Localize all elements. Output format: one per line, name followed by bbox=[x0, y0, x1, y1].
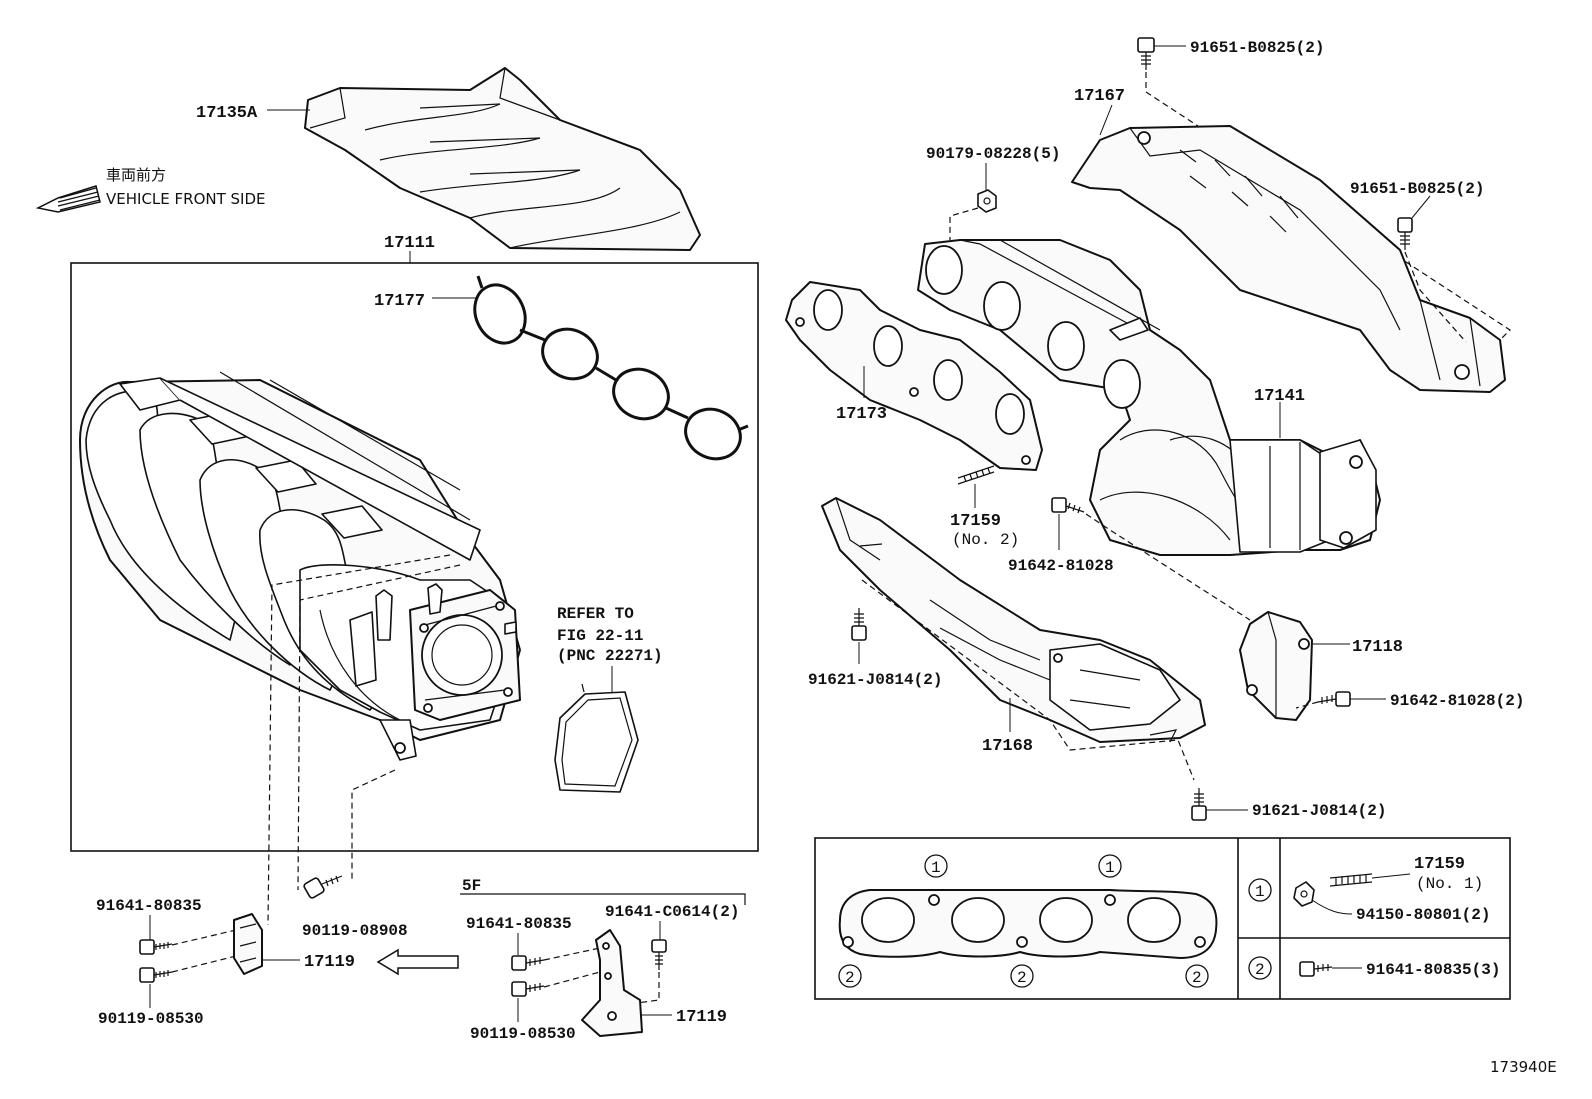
label-94150-80801: 94150-80801(2) bbox=[1356, 906, 1490, 924]
marker-2-b: 2 bbox=[1010, 964, 1034, 988]
label-17141: 17141 bbox=[1254, 387, 1305, 406]
label-90119-08530-left: 90119-08530 bbox=[98, 1010, 204, 1028]
label-17119-5f: 17119 bbox=[676, 1008, 727, 1027]
bracket-17119[interactable] bbox=[233, 913, 263, 975]
bolt-91641-C0614[interactable] bbox=[651, 939, 667, 970]
label-17159-no2: 17159 bbox=[950, 512, 1001, 531]
svg-text:1: 1 bbox=[1105, 859, 1115, 877]
bolt-90119-08530-left[interactable] bbox=[139, 967, 173, 983]
label-91642-81028-right: 91642-81028(2) bbox=[1390, 692, 1524, 710]
label-91651-B0825-right: 91651-B0825(2) bbox=[1350, 180, 1484, 198]
front-note-en: VEHICLE FRONT SIDE bbox=[106, 190, 266, 208]
variant-5f-label: 5F bbox=[462, 877, 481, 895]
bolt-90119-08908[interactable] bbox=[303, 875, 343, 899]
bolt-90119-08530-5f[interactable] bbox=[511, 981, 545, 997]
label-91621-J0814-bottom: 91621-J0814(2) bbox=[1252, 802, 1386, 820]
vehicle-front-arrow-icon bbox=[35, 185, 101, 213]
label-17177: 17177 bbox=[374, 292, 425, 311]
refer-note-line1: REFER TO bbox=[557, 605, 634, 623]
marker-2-a: 2 bbox=[838, 964, 862, 988]
label-17167: 17167 bbox=[1074, 87, 1125, 106]
stay-17118[interactable] bbox=[1239, 611, 1313, 721]
bolt-91621-J0814-bottom[interactable] bbox=[1191, 788, 1207, 821]
bolt-91641-80835-legend[interactable] bbox=[1299, 961, 1333, 977]
bolt-91642-81028-center[interactable] bbox=[1051, 497, 1085, 514]
bracket-17119-5f[interactable] bbox=[581, 929, 643, 1037]
arrow-to-5f-detail-icon bbox=[376, 948, 459, 976]
marker-2-c: 2 bbox=[1185, 964, 1209, 988]
heat-insulator-17167[interactable] bbox=[1071, 125, 1506, 393]
label-91641-80835-left: 91641-80835 bbox=[96, 897, 202, 915]
svg-text:1: 1 bbox=[931, 859, 941, 877]
label-17118: 17118 bbox=[1352, 638, 1403, 657]
label-17159-no2-sub: (No. 2) bbox=[952, 531, 1019, 549]
bolt-91641-80835-5f[interactable] bbox=[511, 955, 545, 971]
marker-1-a: 1 bbox=[924, 854, 948, 878]
stud-17159-no1[interactable] bbox=[1329, 873, 1373, 887]
intake-manifold-frame bbox=[70, 262, 759, 852]
front-note-jp: 車両前方 bbox=[106, 166, 166, 184]
svg-text:2: 2 bbox=[845, 969, 855, 987]
svg-text:2: 2 bbox=[1017, 969, 1027, 987]
label-90179-08228: 90179-08228(5) bbox=[926, 145, 1060, 163]
label-91621-J0814-left: 91621-J0814(2) bbox=[808, 671, 942, 689]
insulator-17168[interactable] bbox=[821, 497, 1206, 743]
legend-row2-marker: 2 bbox=[1248, 956, 1272, 980]
label-17119: 17119 bbox=[304, 953, 355, 972]
exhaust-manifold-17141[interactable] bbox=[917, 239, 1381, 556]
diagram-code: 173940E bbox=[1490, 1058, 1557, 1076]
nut-90179-08228[interactable] bbox=[977, 189, 997, 213]
intake-manifold-17111[interactable] bbox=[79, 371, 521, 761]
label-17173: 17173 bbox=[836, 405, 887, 424]
label-17159-no1: 17159 bbox=[1414, 855, 1465, 874]
bolt-91641-80835-left[interactable] bbox=[139, 939, 173, 955]
label-90119-08908: 90119-08908 bbox=[302, 922, 408, 940]
gasket-detail-17173 bbox=[838, 889, 1218, 959]
label-17135A: 17135A bbox=[196, 104, 258, 123]
svg-text:2: 2 bbox=[1192, 969, 1202, 987]
label-91641-80835-5f: 91641-80835 bbox=[466, 915, 572, 933]
legend-row1-marker: 1 bbox=[1248, 878, 1272, 902]
gasket-17177[interactable] bbox=[466, 275, 749, 468]
refer-note-line2: FIG 22-11 bbox=[557, 627, 643, 645]
bolt-91642-81028-right[interactable] bbox=[1317, 691, 1351, 707]
svg-text:2: 2 bbox=[1255, 961, 1265, 979]
label-91641-80835-legend: 91641-80835(3) bbox=[1366, 961, 1500, 979]
bolt-91651-B0825-right[interactable] bbox=[1397, 217, 1413, 250]
label-91641-C0614: 91641-C0614(2) bbox=[605, 903, 739, 921]
bolt-91651-B0825-top[interactable] bbox=[1137, 37, 1155, 70]
bolt-91621-J0814-left[interactable] bbox=[851, 608, 867, 641]
nut-94150-80801[interactable] bbox=[1293, 881, 1315, 907]
stud-17159-no2[interactable] bbox=[957, 465, 995, 485]
refer-note-line3: (PNC 22271) bbox=[557, 647, 663, 665]
label-17111: 17111 bbox=[384, 234, 435, 253]
engine-cover-17135A[interactable] bbox=[304, 67, 701, 251]
gasket-17173[interactable] bbox=[785, 281, 1043, 471]
label-17159-no1-sub: (No. 1) bbox=[1416, 875, 1483, 893]
label-91642-81028-center: 91642-81028 bbox=[1008, 557, 1114, 575]
label-91651-B0825-top: 91651-B0825(2) bbox=[1190, 39, 1324, 57]
label-17168: 17168 bbox=[982, 737, 1033, 756]
throttle-body-gasket[interactable] bbox=[554, 683, 639, 793]
marker-1-b: 1 bbox=[1098, 854, 1122, 878]
detail-table bbox=[814, 837, 1511, 1000]
label-90119-08530-5f: 90119-08530 bbox=[470, 1025, 576, 1043]
svg-text:1: 1 bbox=[1255, 883, 1265, 901]
